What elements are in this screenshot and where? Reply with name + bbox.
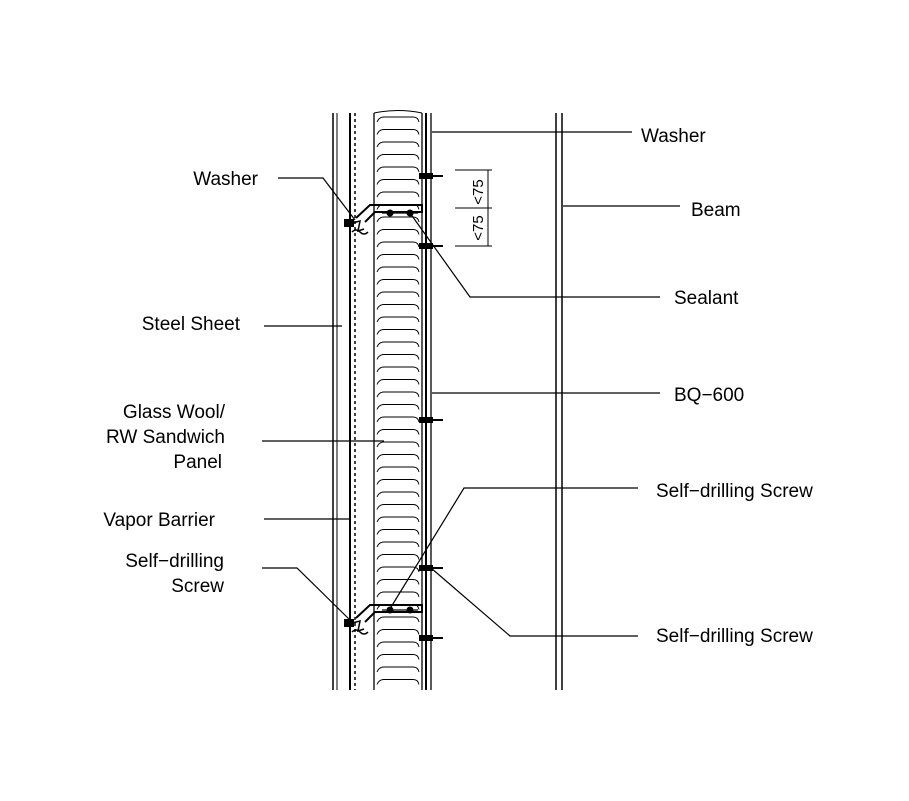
wool-cell-line	[376, 379, 420, 385]
wool-cell-line	[376, 166, 420, 173]
bq600-lines	[425, 113, 432, 690]
wool-cell-line	[376, 329, 420, 335]
wool-cell-line	[376, 254, 420, 260]
label-washer-right: Washer	[641, 126, 706, 147]
screw-fastener-icon	[419, 243, 443, 249]
wool-cell-line	[376, 429, 420, 435]
wool-cell-line	[376, 241, 420, 248]
wool-cell-line	[376, 504, 420, 510]
wool-cell-line	[376, 566, 420, 573]
wool-cell-line	[376, 416, 420, 423]
wool-cell-line	[376, 229, 420, 235]
wool-cell-line	[376, 316, 420, 323]
label-vapor-barrier: Vapor Barrier	[103, 510, 215, 531]
wool-cell-line	[376, 141, 420, 148]
wool-cell-line	[376, 654, 420, 660]
wool-cell-line	[376, 304, 420, 310]
label-washer-left: Washer	[193, 169, 258, 190]
label-sealant: Sealant	[674, 288, 739, 309]
wool-cell-line	[376, 441, 420, 448]
wool-cell-line	[376, 479, 420, 485]
wool-cell-line	[376, 366, 420, 373]
dimension-upper: <75	[470, 179, 487, 204]
wool-cell-line	[376, 454, 420, 460]
label-beam: Beam	[691, 200, 741, 221]
label-steel-sheet: Steel Sheet	[142, 314, 241, 335]
screw-fastener-icon	[419, 635, 443, 641]
wool-cell-line	[376, 179, 420, 185]
label-panel-line2: RW Sandwich	[106, 427, 225, 448]
wool-cell-line	[376, 591, 420, 598]
wool-cell-line	[376, 291, 420, 298]
wool-cell-line	[376, 404, 420, 410]
wool-cell-line	[376, 516, 420, 523]
wool-cell-line	[376, 191, 420, 198]
leader-lines	[262, 131, 680, 637]
glass-wool-fill	[376, 116, 420, 685]
beam-lines	[555, 113, 563, 690]
wool-cell-line	[376, 341, 420, 348]
label-bq600: BQ−600	[674, 385, 744, 406]
purlin-fasteners	[419, 173, 443, 641]
screw-fastener-icon	[419, 417, 443, 423]
wool-cell-line	[376, 679, 420, 685]
wool-cell-line	[376, 541, 420, 548]
lower-joint-detail	[344, 604, 423, 635]
wool-cell-line	[376, 554, 420, 560]
wool-cell-line	[376, 616, 420, 623]
screw-fastener-icon	[419, 565, 443, 571]
wool-cell-line	[376, 529, 420, 535]
wool-cell-line	[376, 266, 420, 273]
wool-cell-line	[376, 391, 420, 398]
wool-cell-line	[376, 641, 420, 648]
labels: Washer Washer Beam Sealant Steel Sheet G…	[103, 126, 813, 647]
wool-cell-line	[376, 491, 420, 498]
label-screw-right-upper: Self−drilling Screw	[656, 481, 813, 502]
wool-cell-line	[376, 216, 420, 223]
steel-sheet-lines	[332, 113, 356, 690]
wool-cell-line	[376, 354, 420, 360]
wool-cell-line	[376, 579, 420, 585]
label-panel-line3: Panel	[173, 452, 222, 473]
dimension-lower: <75	[470, 215, 487, 240]
dimension-group: <75 <75	[455, 169, 492, 247]
screw-fastener-icon	[419, 173, 443, 179]
label-screw-left-line2: Screw	[171, 576, 224, 597]
sandwich-panel	[373, 110, 423, 690]
label-screw-right-lower: Self−drilling Screw	[656, 626, 813, 647]
wool-cell-line	[376, 129, 420, 135]
wool-cell-line	[376, 666, 420, 673]
wool-cell-line	[376, 279, 420, 285]
wool-cell-line	[376, 154, 420, 160]
wool-cell-line	[376, 629, 420, 635]
label-panel-line1: Glass Wool/	[123, 402, 226, 423]
wool-cell-line	[376, 116, 420, 123]
wool-cell-line	[376, 466, 420, 473]
label-screw-left-line1: Self−drilling	[125, 551, 224, 572]
